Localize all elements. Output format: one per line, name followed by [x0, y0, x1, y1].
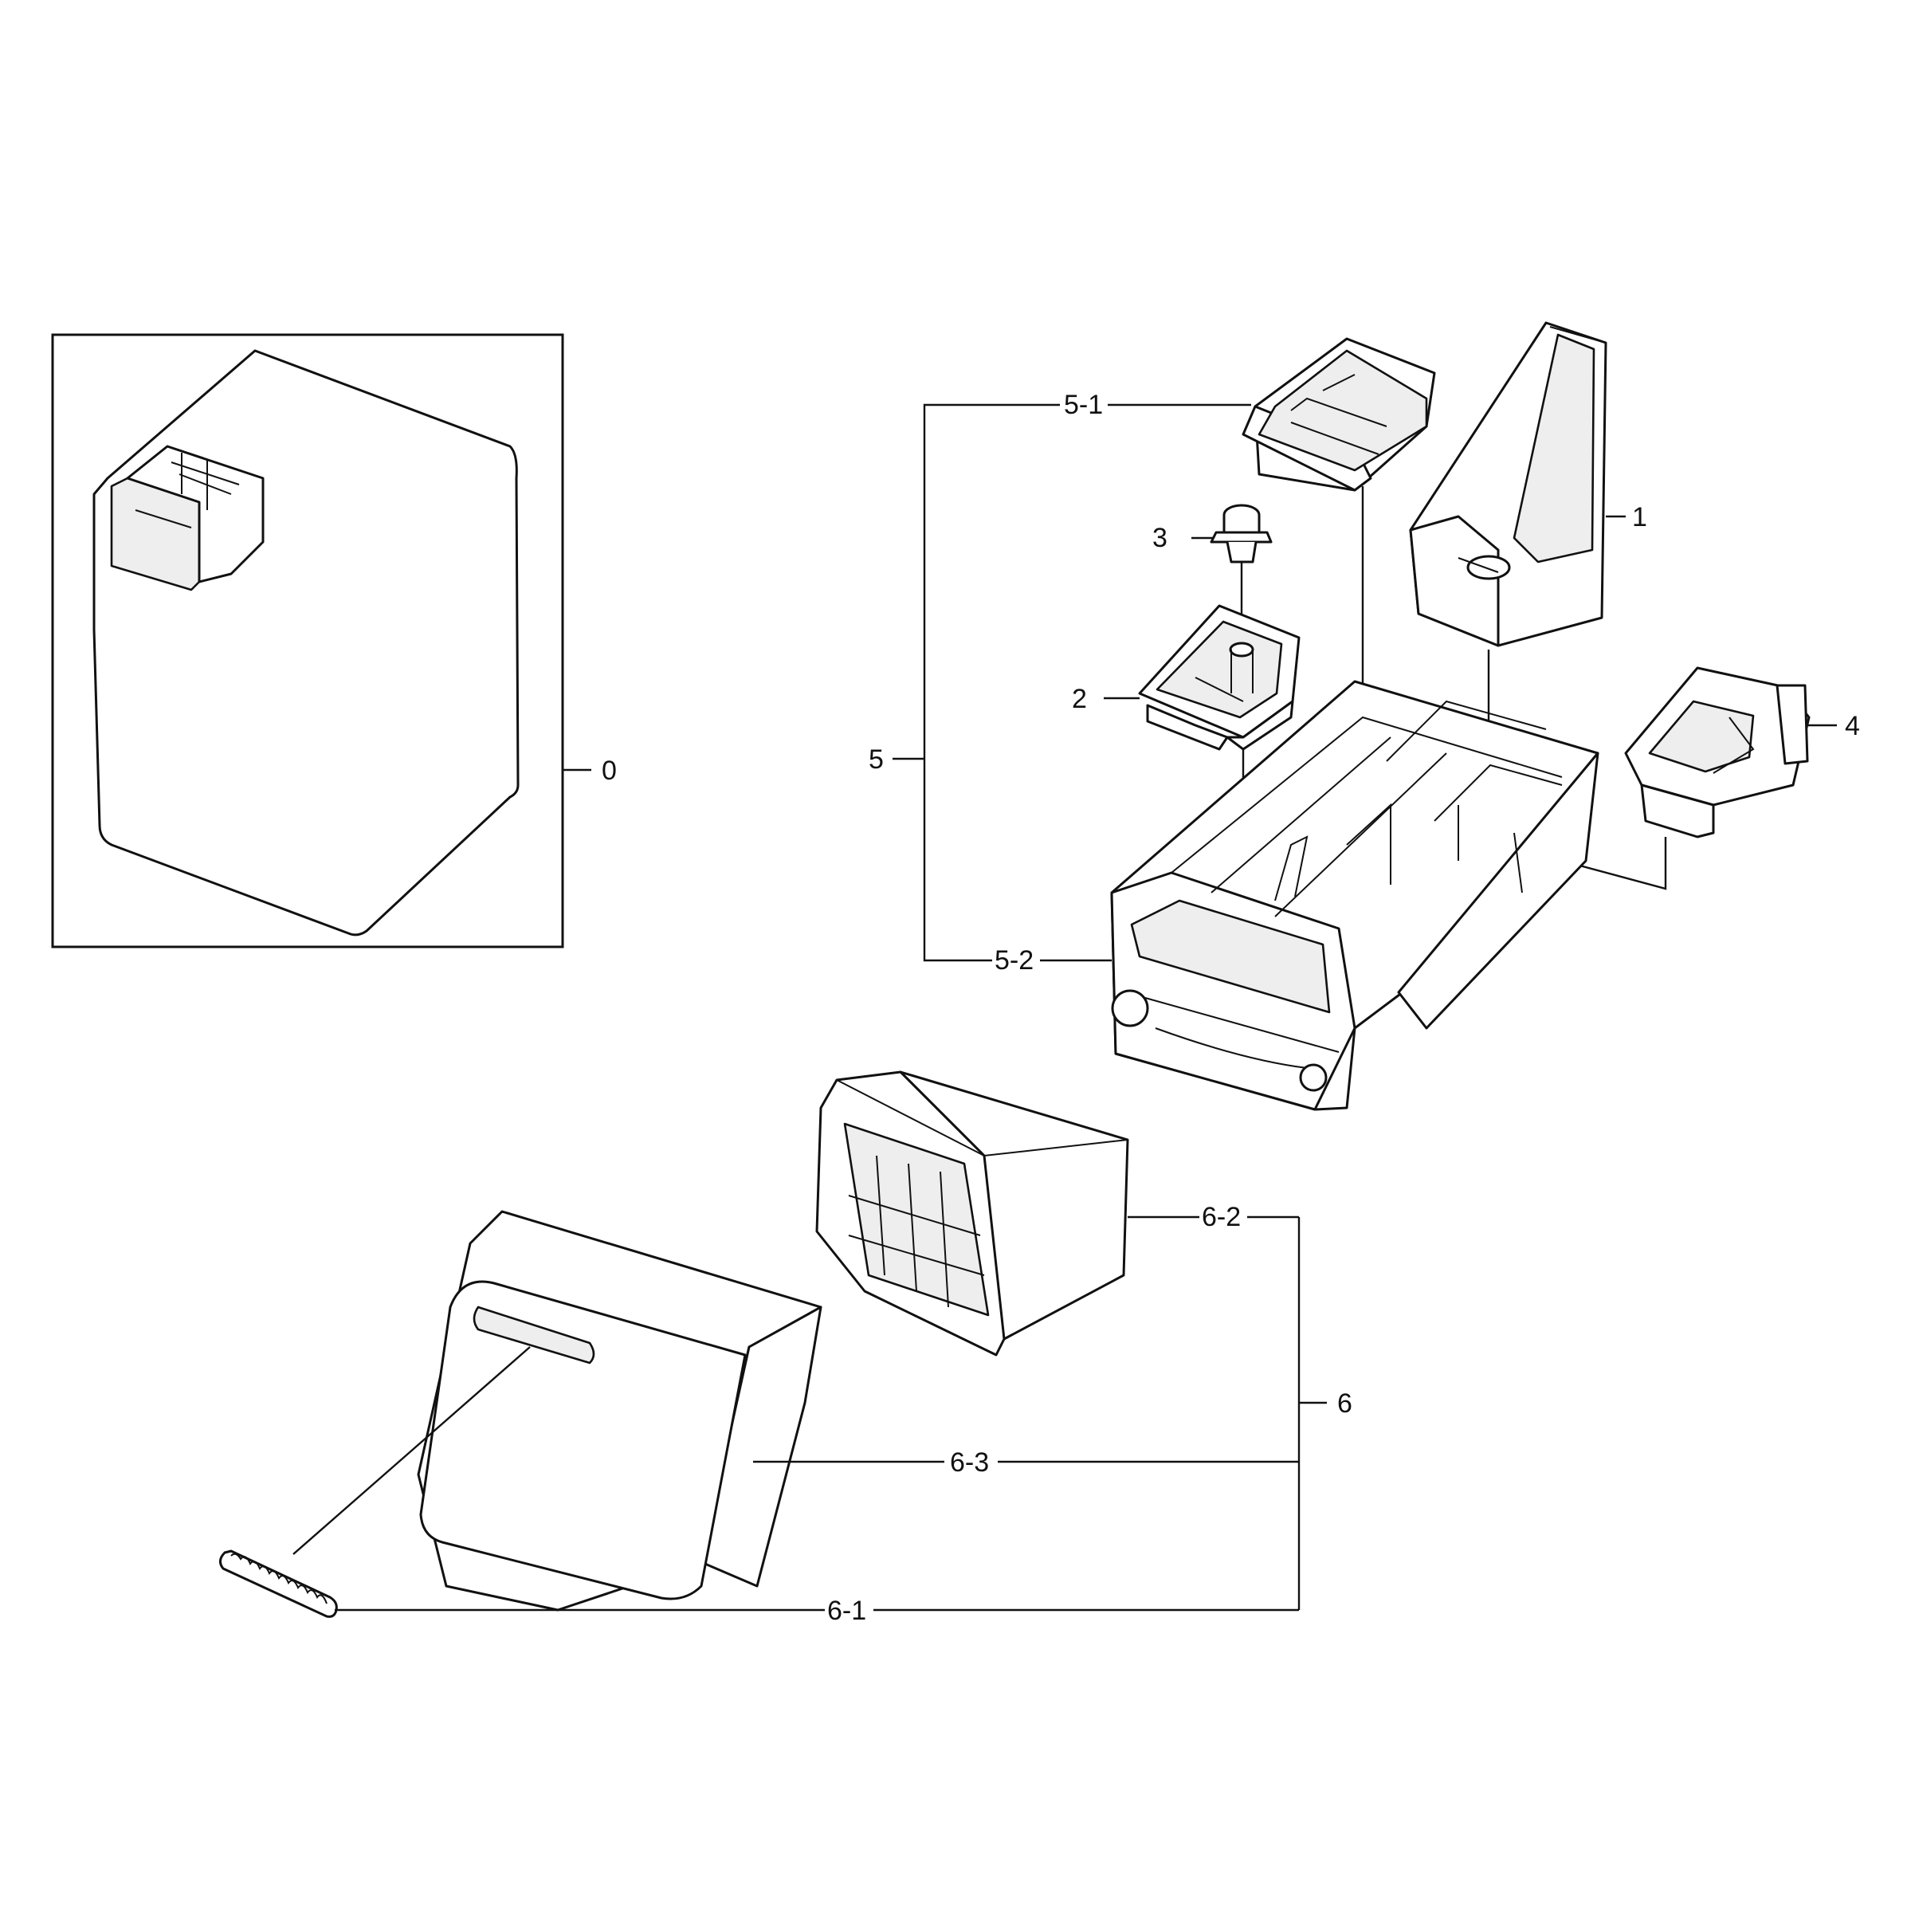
- part-2-cup: 2: [1072, 604, 1301, 885]
- assembly-6-bracket: 6: [1297, 1217, 1352, 1610]
- part-5-1-tray: [1242, 337, 1436, 757]
- label-2: 2: [1072, 684, 1087, 714]
- cabinet-outline: [92, 349, 520, 937]
- mini-dispenser-detail: [135, 453, 240, 528]
- label-5-2: 5-2: [995, 945, 1034, 976]
- label-4: 4: [1845, 711, 1860, 741]
- label-6: 6: [1337, 1388, 1352, 1419]
- part-6-2-frame: 6-2: [815, 1070, 1299, 1357]
- label-5: 5: [869, 744, 884, 775]
- label-1: 1: [1632, 502, 1647, 532]
- inset-frame: [51, 333, 564, 948]
- label-5-1: 5-1: [1064, 390, 1103, 420]
- label-6-1: 6-1: [827, 1596, 866, 1626]
- part-1-bin: 1: [1409, 321, 1647, 797]
- mini-dispenser-housing: [126, 445, 265, 583]
- part-6-3-front: 6-3: [417, 1210, 1299, 1612]
- handle-recess: [473, 1306, 595, 1365]
- label-0: 0: [602, 756, 617, 786]
- label-3: 3: [1152, 523, 1167, 553]
- part-6-1-strip: 6-1: [219, 1346, 1299, 1626]
- bracket-5: [923, 403, 1060, 962]
- inset-overview: 0: [51, 333, 617, 948]
- part-5-2-housing: [1110, 680, 1599, 1111]
- label-6-2: 6-2: [1202, 1202, 1241, 1232]
- assembly-5-bracket: 5 5-1 5-2: [869, 390, 1251, 976]
- label-6-3: 6-3: [950, 1447, 989, 1478]
